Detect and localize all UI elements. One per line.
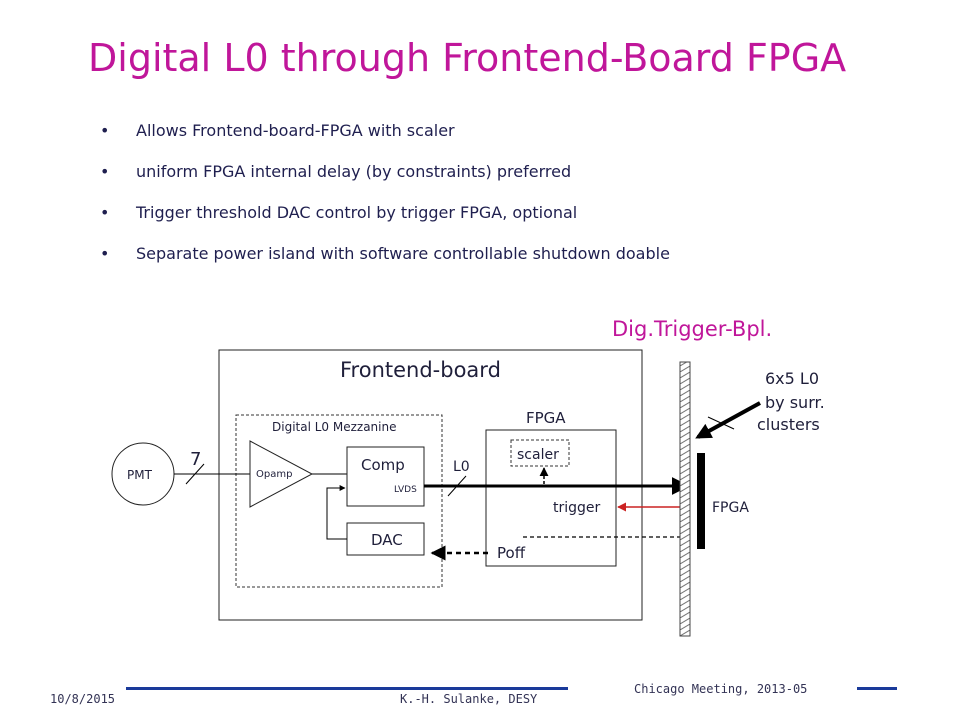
bus-slash: [185, 463, 205, 485]
dac-feedback-line: [326, 485, 347, 540]
bullet-item: • Trigger threshold DAC control by trigge…: [100, 201, 670, 242]
clusters-note-line2: by surr.: [765, 393, 825, 412]
slide-title: Digital L0 through Frontend-Board FPGA: [88, 36, 847, 80]
footer-rule-right: [857, 687, 897, 690]
bullet-marker: •: [100, 162, 110, 181]
opamp-label: Opamp: [256, 469, 292, 480]
backplane-label: Dig.Trigger-Bpl.: [612, 317, 772, 341]
lvds-label: LVDS: [394, 485, 417, 495]
fpga-box: [485, 429, 617, 567]
clusters-arrow: [695, 401, 761, 439]
footer-author: K.-H. Sulanke, DESY: [400, 692, 538, 706]
trigger-label: trigger: [553, 500, 601, 516]
bullet-text: Trigger threshold DAC control by trigger…: [136, 203, 578, 222]
scaler-box: [510, 439, 570, 467]
fpga-label: FPGA: [526, 409, 566, 427]
bullet-text: Separate power island with software cont…: [136, 244, 670, 263]
footer-date: 10/8/2015: [50, 692, 116, 706]
frontend-board-label: Frontend-board: [340, 358, 501, 382]
backplane-bar: [679, 361, 691, 637]
clusters-bus-slash: [707, 416, 735, 430]
clusters-note-line1: 6x5 L0: [765, 369, 819, 388]
poff-label: Poff: [497, 544, 526, 562]
bullet-marker: •: [100, 203, 110, 222]
mezzanine-box: [235, 414, 443, 588]
bullet-text: Allows Frontend-board-FPGA with scaler: [136, 121, 455, 140]
bullet-item: • uniform FPGA internal delay (by constra…: [100, 160, 670, 201]
bullet-marker: •: [100, 244, 110, 263]
comp-box: [346, 446, 425, 507]
bullet-marker: •: [100, 121, 110, 140]
dac-label: DAC: [371, 531, 403, 549]
l0-bus-slash: [447, 475, 467, 497]
comp-label: Comp: [361, 456, 405, 474]
bullet-text: uniform FPGA internal delay (by constrai…: [136, 162, 572, 181]
footer-rule-left: [126, 687, 568, 690]
clusters-note-line3: clusters: [757, 415, 820, 434]
scaler-label: scaler: [517, 447, 559, 463]
opamp-triangle: [249, 440, 314, 508]
mezzanine-label: Digital L0 Mezzanine: [272, 420, 396, 434]
trigger-fpga-bar: [697, 453, 705, 549]
bus-width-label: 7: [190, 449, 201, 470]
footer-meeting: Chicago Meeting, 2013-05: [634, 682, 808, 696]
trigger-fpga-label: FPGA: [712, 500, 749, 516]
pmt-label: PMT: [127, 468, 153, 482]
bullet-list: •Allows Frontend-board-FPGA with scaler …: [100, 119, 670, 283]
bullet-item: • Separate power island with software con…: [100, 242, 670, 283]
bullet-item: • Allows Frontend-board-FPGA with scaler: [100, 119, 670, 160]
l0-label: L0: [453, 459, 470, 475]
